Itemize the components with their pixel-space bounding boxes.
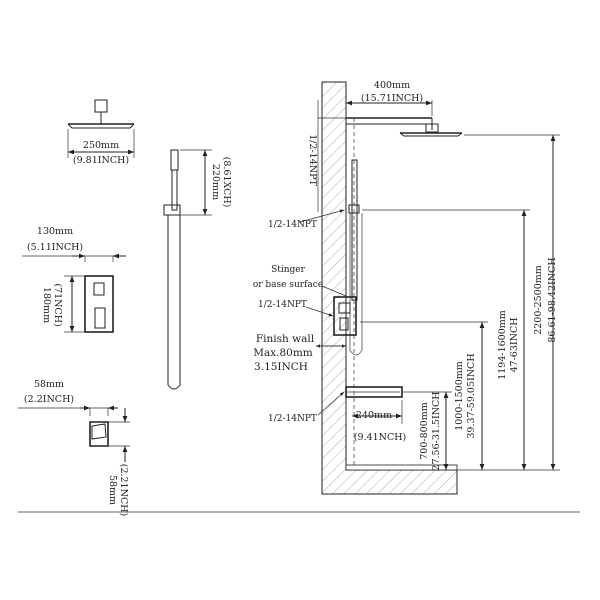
finish-wall-line3: 3.15INCH xyxy=(254,361,308,373)
thread-spout-callout: 1/2-14NPT xyxy=(268,391,345,424)
slide-bar xyxy=(348,159,363,356)
spout-length-dimension: 240mm (9.41NCH) xyxy=(345,400,406,443)
thread-holder-label: 1/2-14NPT xyxy=(268,220,317,230)
arm-length-dimension: 400mm (15.71INCH) xyxy=(345,80,433,116)
spout-height-dimension: 58mm (2.21NCH) xyxy=(107,408,130,516)
hand-shower-height-dimension: 220mm (8.61XCH) xyxy=(180,149,232,216)
spout-width-dimension xyxy=(18,405,118,416)
spout-height-install-mm: 700-800mm xyxy=(419,402,430,460)
stinger-line2: or base surface xyxy=(253,280,323,290)
valve-height-dimension: 1000-1500mm 39.37-59.05INCH xyxy=(454,322,485,470)
valve-plate-height-inch: (71NCH) xyxy=(52,283,63,326)
spout-width-mm: 58mm xyxy=(34,379,64,390)
spout-width-inch: (2.2INCH) xyxy=(24,394,74,405)
holder-height-dimension: 1194-1600mm 47-63INCH xyxy=(497,210,527,470)
thread-valve-callout: 1/2-14NPT xyxy=(258,300,334,317)
shower-arm xyxy=(346,117,463,137)
thread-spout-label: 1/2-14NPT xyxy=(268,414,317,424)
spout-height-install-inch: 27.56-31.5INCH xyxy=(431,391,442,470)
finish-wall-line2: Max.80mm xyxy=(253,347,313,359)
finish-wall-callout: Finish wall Max.80mm 3.15INCH xyxy=(253,333,346,373)
head-height-mm: 2200-2500mm xyxy=(533,265,544,335)
arm-length-inch: (15.71INCH) xyxy=(361,93,423,104)
stinger-callout: Stinger or base surface xyxy=(253,265,347,297)
hand-shower-height-mm: 220mm xyxy=(210,164,221,200)
head-height-inch: 86.61-98.42INCH xyxy=(547,257,558,342)
shower-head-width-dimension: 250mm (9.81INCH) xyxy=(67,129,135,166)
thread-top-label: 1/2-14NPT xyxy=(307,134,318,186)
spout-length-mm: 240mm xyxy=(356,410,392,421)
thread-valve-label: 1/2-14NPT xyxy=(258,300,307,310)
hand-shower-detail xyxy=(163,149,181,390)
spout-height-install-dimension: 700-800mm 27.56-31.5INCH xyxy=(419,391,449,471)
valve-box xyxy=(333,296,357,336)
holder-height-mm: 1194-1600mm xyxy=(497,310,508,380)
spout-height-inch: (2.21NCH) xyxy=(118,464,129,516)
valve-plate-width-inch: (5.11INCH) xyxy=(27,242,83,253)
thread-top-callout: 1/2-14NPT xyxy=(307,100,346,212)
shower-head-width-mm: 250mm xyxy=(83,140,119,151)
spout-detail xyxy=(89,421,109,447)
stinger-line1: Stinger xyxy=(271,265,306,275)
valve-plate-height-mm: 180mm xyxy=(41,287,52,323)
arm-length-mm: 400mm xyxy=(374,80,410,91)
tub-spout xyxy=(345,386,403,398)
holder-height-inch: 47-63INCH xyxy=(509,317,520,372)
hand-shower-height-inch: (8.61XCH) xyxy=(221,157,232,208)
thread-holder-callout: 1/2-14NPT xyxy=(268,209,345,230)
shower-head-detail xyxy=(67,99,135,129)
valve-plate-width-mm: 130mm xyxy=(37,226,73,237)
height-reference-lines xyxy=(360,134,560,471)
shower-head-width-inch: (9.81INCH) xyxy=(73,155,129,166)
valve-plate-detail xyxy=(84,275,114,333)
valve-height-mm: 1000-1500mm xyxy=(454,361,465,431)
valve-plate-height-dimension: 180mm (71NCH) xyxy=(41,275,85,333)
valve-height-inch: 39.37-59.05INCH xyxy=(466,353,477,438)
head-height-dimension: 2200-2500mm 86.61-98.42INCH xyxy=(533,135,558,470)
finish-wall-line1: Finish wall xyxy=(256,333,315,345)
spout-length-inch: (9.41NCH) xyxy=(354,432,406,443)
valve-plate-width-dimension xyxy=(22,253,126,262)
spout-height-mm: 58mm xyxy=(107,475,118,505)
